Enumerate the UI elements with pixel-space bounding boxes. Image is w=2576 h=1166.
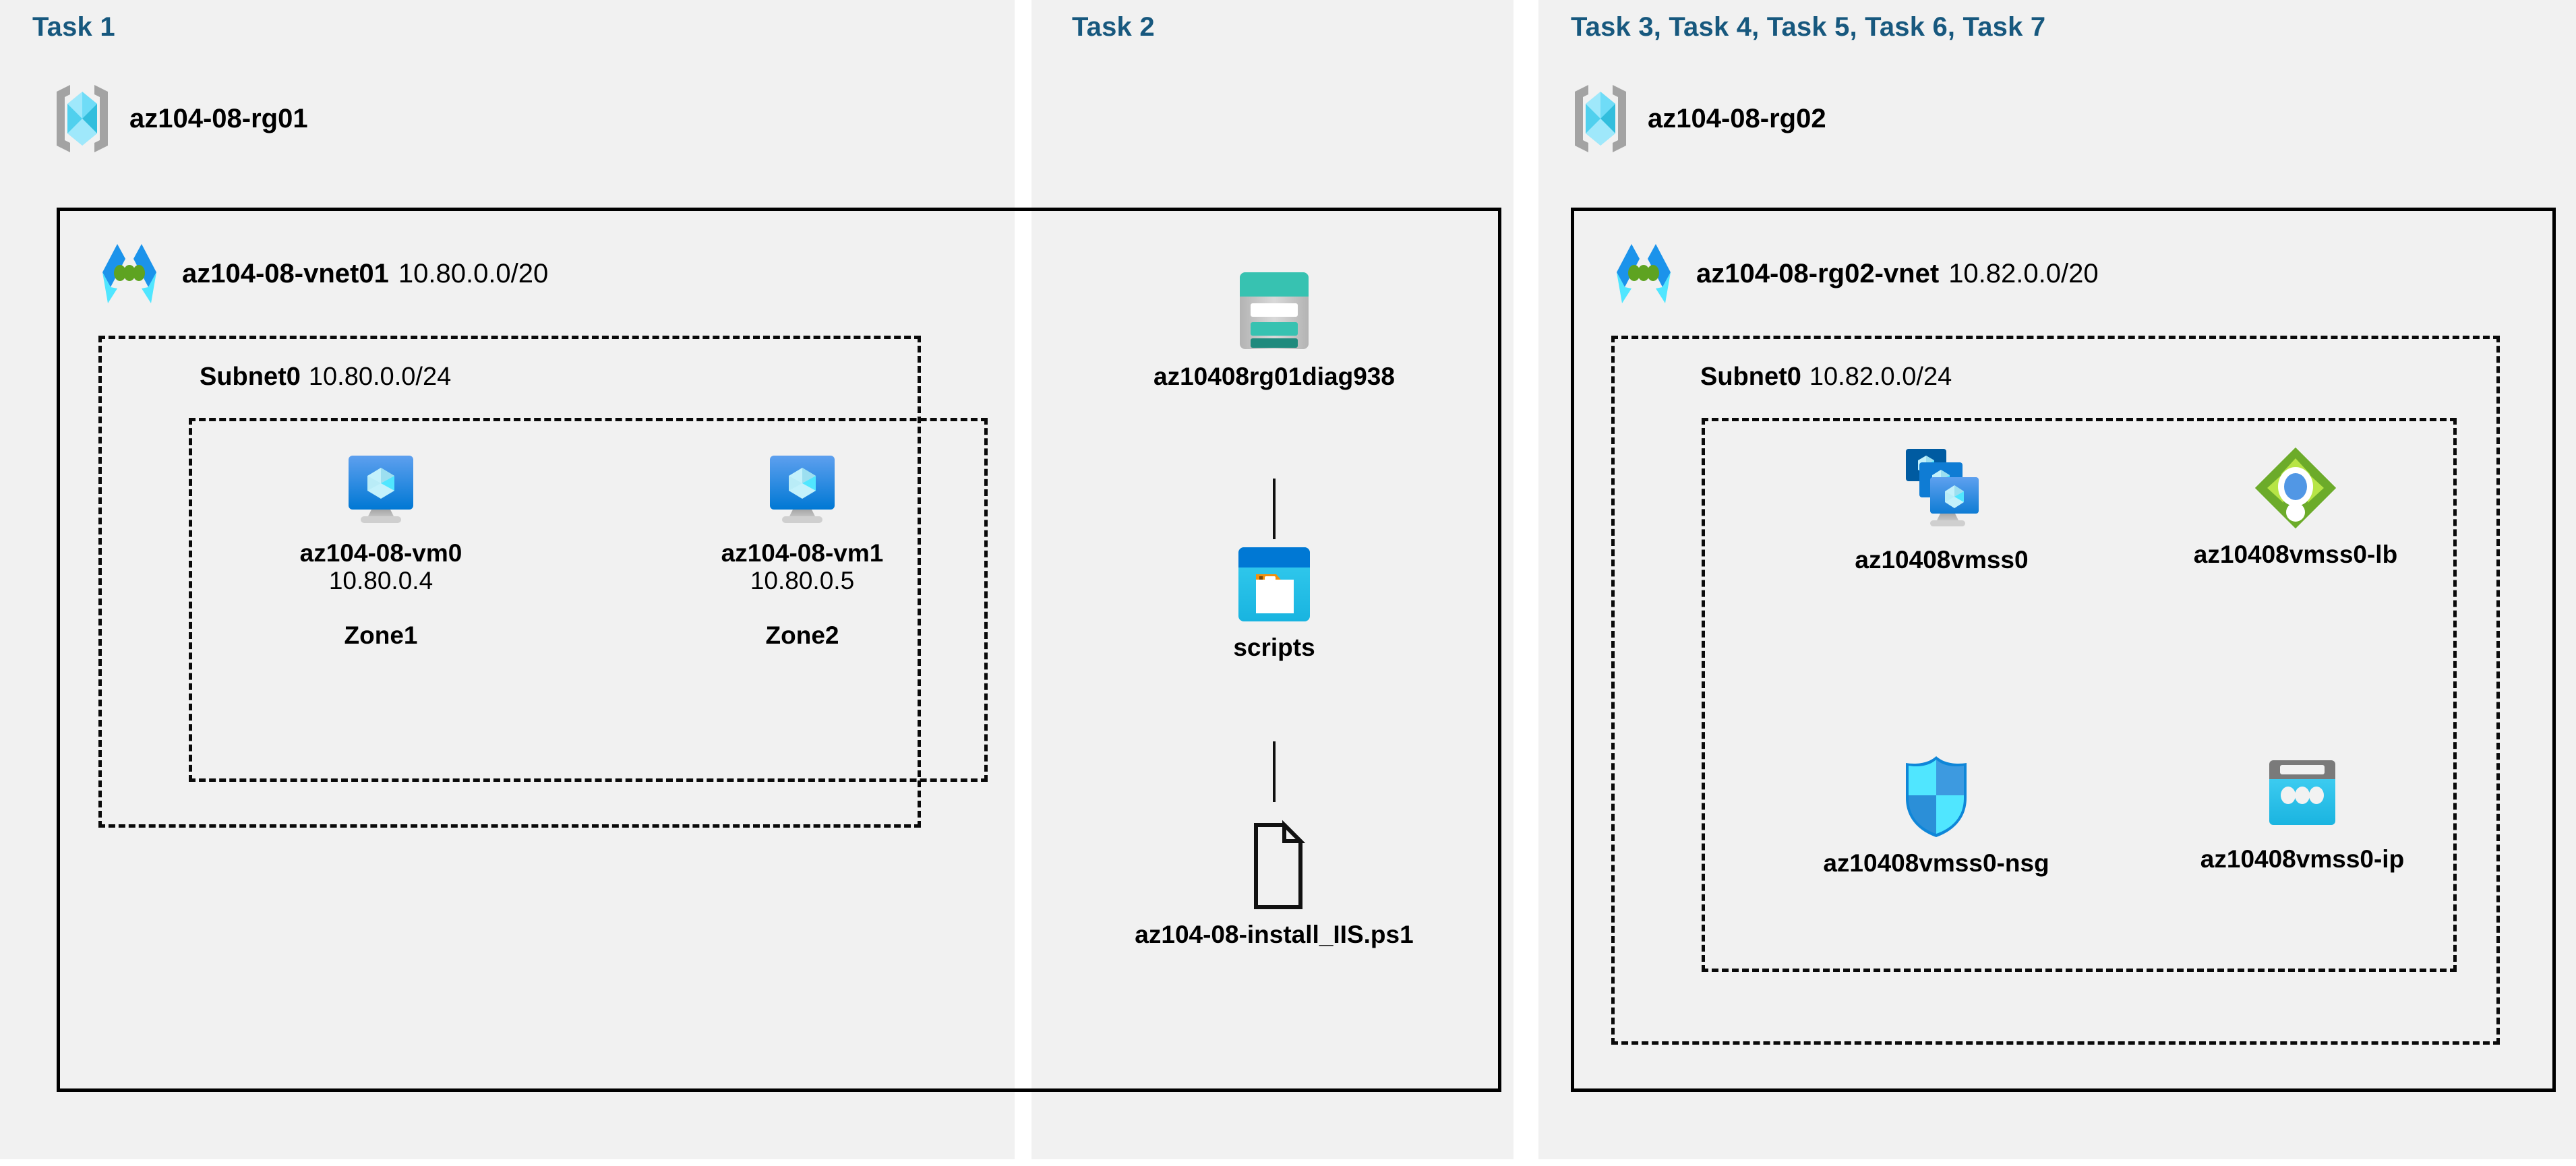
script-file-node[interactable]: az104-08-install_IIS.ps1 xyxy=(1072,820,1476,948)
vm-scale-set-icon xyxy=(1899,445,1984,536)
task3to7-resource-group-inner-box xyxy=(1702,418,2457,972)
vm-node-0-zone: Zone1 xyxy=(344,621,418,649)
storage-account-node[interactable]: az10408rg01diag938 xyxy=(1106,268,1443,390)
virtual-network-icon xyxy=(94,241,164,306)
public-ip-node[interactable]: az10408vmss0-ip xyxy=(2151,756,2454,873)
task3to7-subnet-name: Subnet0 xyxy=(1700,363,1801,391)
blob-container-name: scripts xyxy=(1233,634,1315,661)
container-to-file-connector xyxy=(1273,741,1276,802)
task1-vnet-cidr: 10.80.0.0/20 xyxy=(398,258,549,288)
task1-resource-group-name: az104-08-rg01 xyxy=(129,103,308,133)
task3to7-resource-group: az104-08-rg02 xyxy=(1571,82,1826,155)
nsg-node[interactable]: az10408vmss0-nsg xyxy=(1768,754,2105,877)
network-security-group-icon xyxy=(1900,754,1972,840)
vm-node-1[interactable]: az104-08-vm1 10.80.0.5 Zone2 xyxy=(657,449,947,650)
task3to7-subnet-cidr: 10.82.0.0/24 xyxy=(1809,363,1952,391)
task3to7-vnet-cidr: 10.82.0.0/20 xyxy=(1948,258,2099,288)
task1-subnet-box xyxy=(98,336,921,828)
resource-group-icon xyxy=(53,82,112,155)
load-balancer-node-name: az10408vmss0-lb xyxy=(2193,541,2398,568)
vmss-node[interactable]: az10408vmss0 xyxy=(1780,445,2103,574)
virtual-machine-icon xyxy=(762,449,843,530)
task3to7-panel xyxy=(1538,0,2576,1159)
task3to7-subnet-box xyxy=(1611,336,2500,1045)
task1-vnet-name: az104-08-vnet01 xyxy=(182,258,389,288)
vm-node-0[interactable]: az104-08-vm0 10.80.0.4 Zone1 xyxy=(236,449,526,650)
nsg-node-name: az10408vmss0-nsg xyxy=(1823,849,2049,877)
task3to7-resource-group-name: az104-08-rg02 xyxy=(1648,103,1826,133)
vm-node-1-ip: 10.80.0.5 xyxy=(750,567,855,595)
task1-subnet-name: Subnet0 xyxy=(200,363,301,391)
task1-panel xyxy=(0,0,1015,1159)
vm-node-1-name: az104-08-vm1 xyxy=(721,539,884,567)
task1-title: Task 1 xyxy=(32,12,115,42)
task1-vnet-header: az104-08-vnet01 10.80.0.0/20 xyxy=(94,241,548,306)
storage-account-name: az10408rg01diag938 xyxy=(1154,363,1395,390)
task1-subnet-cidr: 10.80.0.0/24 xyxy=(308,363,452,391)
vmss-node-name: az10408vmss0 xyxy=(1855,546,2029,574)
task3to7-subnet-label: Subnet0 10.82.0.0/24 xyxy=(1700,363,1952,392)
public-ip-address-icon xyxy=(2263,756,2342,836)
blob-container-icon xyxy=(1234,545,1314,624)
task1-resource-group: az104-08-rg01 xyxy=(53,82,308,155)
public-ip-node-name: az10408vmss0-ip xyxy=(2200,845,2405,873)
task3to7-vnet-name: az104-08-rg02-vnet xyxy=(1696,258,1940,288)
resource-group-icon xyxy=(1571,82,1630,155)
virtual-network-icon xyxy=(1609,241,1679,306)
vm-node-1-zone: Zone2 xyxy=(765,621,839,649)
load-balancer-icon xyxy=(2252,445,2339,531)
task1-vm-group-box xyxy=(189,418,988,782)
vm-node-0-name: az104-08-vm0 xyxy=(299,539,462,567)
load-balancer-node[interactable]: az10408vmss0-lb xyxy=(2144,445,2447,568)
task1-vnet-box xyxy=(57,208,1501,1092)
task3to7-vnet-box xyxy=(1571,208,2556,1092)
task3to7-title: Task 3, Task 4, Task 5, Task 6, Task 7 xyxy=(1571,12,2046,42)
task2-title: Task 2 xyxy=(1072,12,1155,42)
storage-to-container-connector xyxy=(1273,479,1276,539)
task3to7-vnet-header: az104-08-rg02-vnet 10.82.0.0/20 xyxy=(1609,241,2099,306)
vm-node-0-ip: 10.80.0.4 xyxy=(328,567,433,595)
file-document-icon xyxy=(1230,820,1318,911)
storage-account-icon xyxy=(1234,268,1314,353)
virtual-machine-icon xyxy=(340,449,421,530)
blob-container-node[interactable]: scripts xyxy=(1106,545,1443,661)
script-file-name: az104-08-install_IIS.ps1 xyxy=(1135,921,1414,948)
